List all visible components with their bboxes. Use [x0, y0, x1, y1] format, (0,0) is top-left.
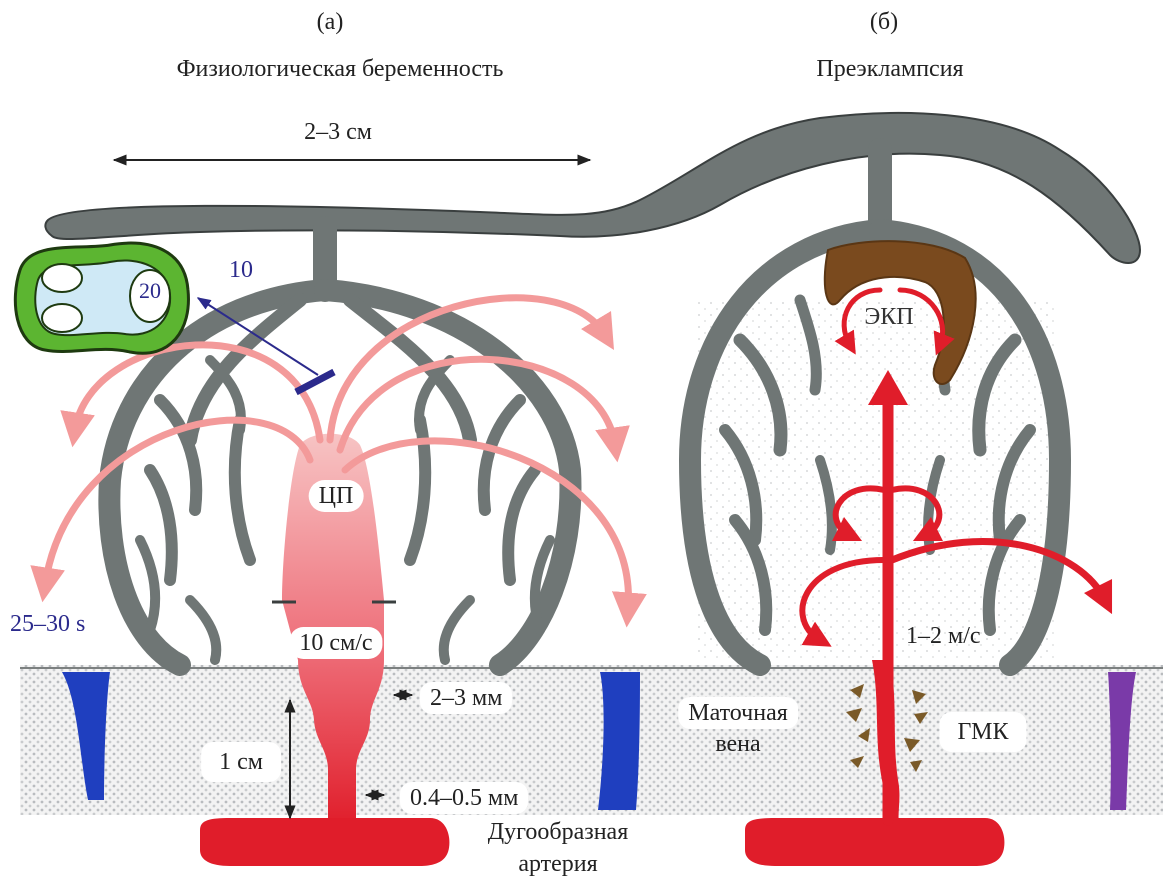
artery-width-label: 2–3 мм: [420, 682, 512, 714]
wall-thickness-label: 10: [229, 256, 253, 284]
villous-tree-b: [690, 150, 1060, 665]
vessel-cross-section-icon: [15, 243, 188, 353]
width-label: 2–3 см: [304, 118, 372, 146]
uterine-vein-line1: Маточная: [678, 697, 798, 729]
panel-a-letter: (а): [317, 8, 344, 36]
central-cavity-label: ЦП: [309, 480, 364, 512]
chorionic-plate: [45, 113, 1140, 263]
smc-label: ГМК: [940, 712, 1027, 752]
narrow-width-label: 0.4–0.5 мм: [400, 782, 528, 814]
uterine-vein-line2: вена: [715, 730, 760, 758]
lumen-label: 20: [139, 277, 161, 305]
artery-name-line2: артерия: [518, 850, 597, 878]
artery-name-line1: Дугообразная: [488, 818, 629, 846]
panel-a-title: Физиологическая беременность: [177, 55, 504, 83]
flow-speed-b-label: 1–2 м/с: [906, 622, 981, 650]
depth-label: 1 см: [201, 742, 281, 782]
panel-b-letter: (б): [870, 8, 898, 36]
flow-speed-a-label: 10 см/с: [289, 627, 382, 659]
exhausted-cavity-label: ЭКП: [864, 303, 913, 331]
panel-b-title: Преэклампсия: [816, 55, 963, 83]
time-label: 25–30 s: [10, 610, 85, 638]
